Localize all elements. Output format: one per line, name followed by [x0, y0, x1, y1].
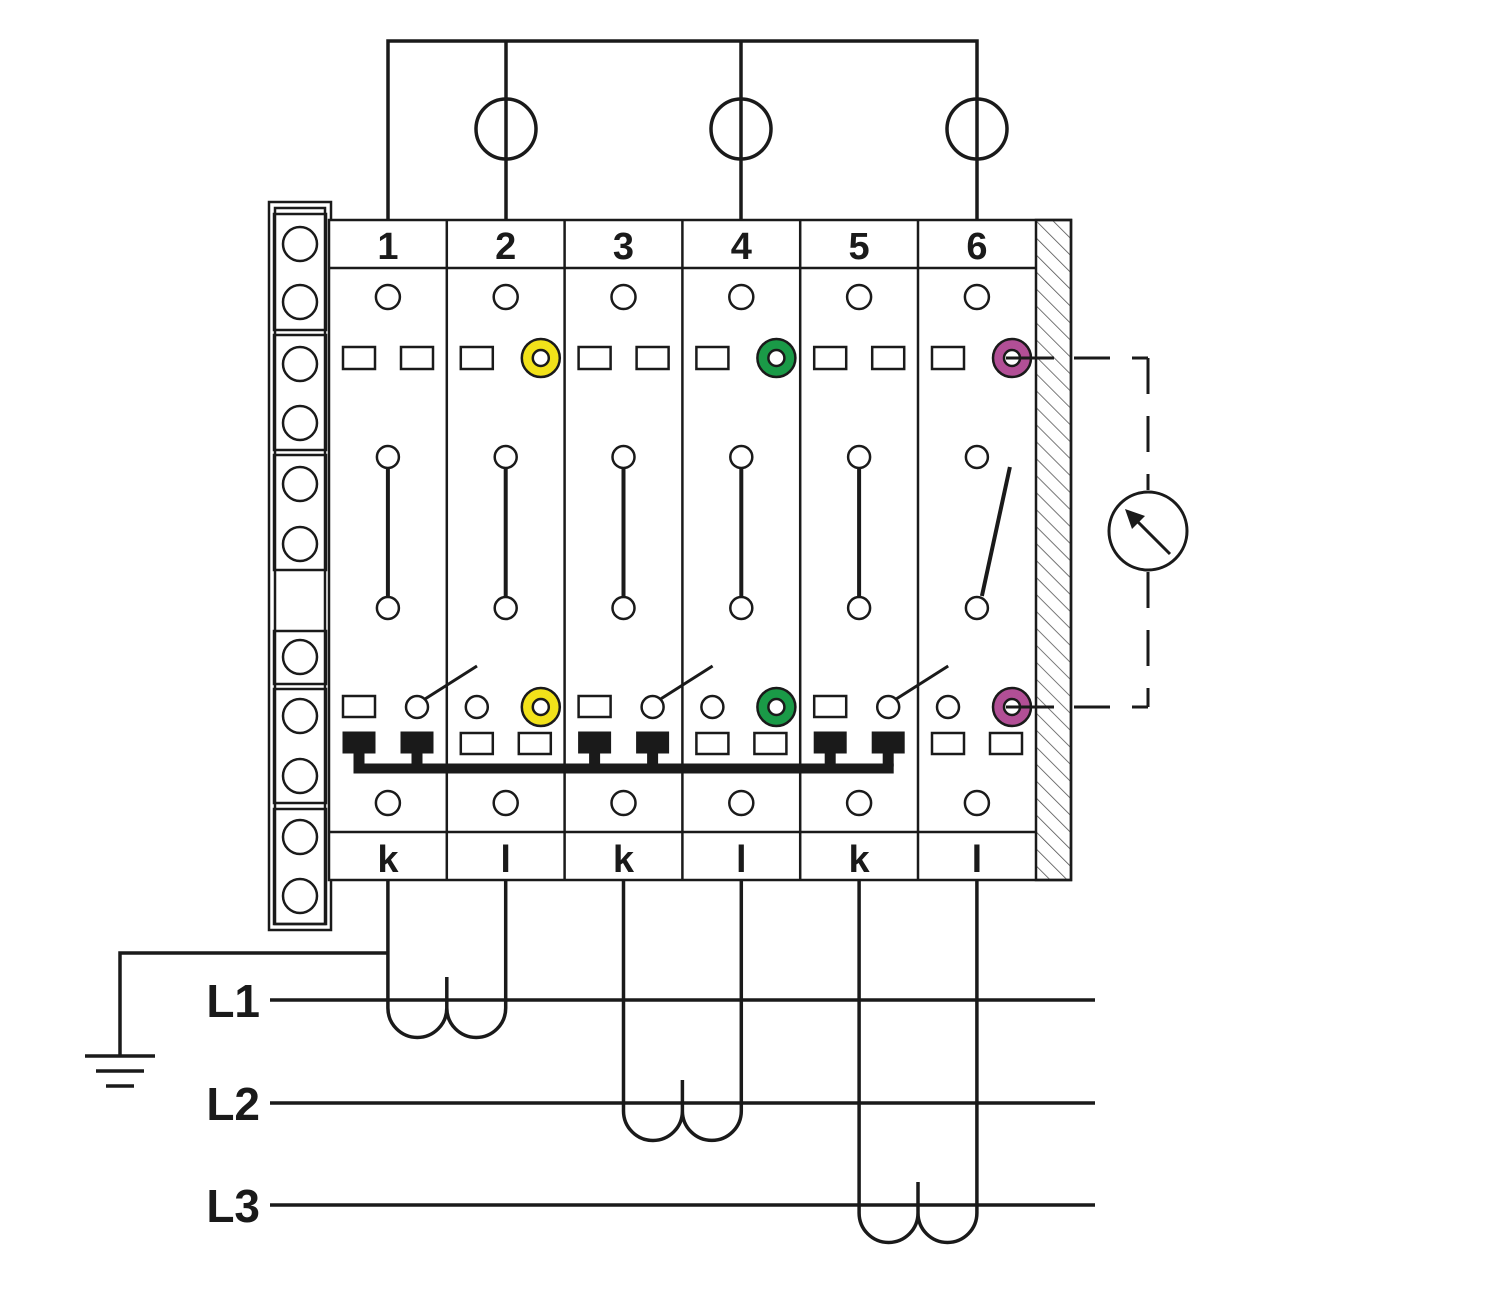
- module-terminal-label: l: [736, 839, 747, 881]
- module-number-label: 6: [966, 226, 987, 268]
- bottom-screw: [963, 789, 991, 817]
- terminal-module-2: [459, 283, 562, 817]
- screw-terminal: [281, 638, 319, 676]
- top-screw: [610, 283, 637, 311]
- module-terminal-label: l: [500, 839, 511, 881]
- primary-circuit-wiring: [85, 880, 1095, 1245]
- module-number-label: 5: [849, 226, 870, 268]
- terminal-module-3: [577, 283, 714, 817]
- screw-terminal: [281, 345, 319, 383]
- screw-terminal: [281, 525, 319, 563]
- bottom-screw: [728, 789, 755, 817]
- module-number-label: 4: [731, 226, 752, 268]
- current-transformer-icon: [386, 880, 508, 1040]
- bottom-screw: [845, 789, 873, 817]
- terminal-modules: [341, 220, 1033, 880]
- terminal-module-4: [695, 283, 797, 817]
- screw-terminal: [281, 404, 319, 442]
- screw-terminal: [281, 757, 319, 795]
- end-bracket: [267, 200, 333, 932]
- current-transformer-icon: [857, 880, 979, 1245]
- short-circuit-switch[interactable]: [659, 664, 714, 701]
- short-circuit-switch[interactable]: [895, 664, 950, 701]
- phase-label: L2: [206, 1078, 260, 1130]
- current-transformer-icon: [621, 880, 744, 1143]
- module-number-label: 2: [495, 226, 516, 268]
- phase-label: L3: [206, 1180, 260, 1232]
- current-coil-2: [709, 97, 773, 161]
- module-terminal-label: l: [972, 839, 983, 881]
- bottom-screw: [492, 789, 519, 817]
- jumper-bridge: [342, 731, 905, 774]
- test-meter-circuit: [1006, 356, 1189, 709]
- terminal-block: [327, 218, 1073, 882]
- top-screw: [963, 283, 991, 311]
- top-screw: [845, 283, 873, 311]
- screw-terminal: [281, 283, 319, 321]
- current-coil-3: [945, 97, 1009, 161]
- module-number-label: 3: [613, 226, 634, 268]
- screw-terminal: [281, 877, 319, 915]
- open-disconnect-link[interactable]: [979, 466, 1012, 597]
- ammeter-icon: [1107, 490, 1189, 572]
- current-coil-1: [474, 97, 538, 161]
- top-meter-wiring: [386, 39, 1009, 220]
- bottom-screw: [610, 789, 637, 817]
- terminal-module-1: [341, 283, 478, 817]
- terminal-module-5: [812, 283, 950, 817]
- phase-label: L1: [206, 975, 260, 1027]
- screw-terminal: [281, 225, 319, 263]
- module-terminal-label: k: [849, 839, 871, 881]
- module-terminal-label: k: [613, 839, 635, 881]
- bottom-screw: [374, 789, 402, 817]
- module-terminal-label: k: [377, 839, 399, 881]
- module-number-label: 1: [377, 226, 398, 268]
- top-screw: [728, 283, 755, 311]
- top-screw: [374, 283, 402, 311]
- top-screw: [492, 283, 519, 311]
- end-plate: [1034, 218, 1073, 882]
- short-circuit-switch[interactable]: [424, 664, 478, 701]
- screw-terminal: [281, 697, 319, 735]
- ground-icon: [85, 951, 388, 1088]
- screw-terminal: [281, 818, 319, 856]
- screw-terminal: [281, 465, 319, 503]
